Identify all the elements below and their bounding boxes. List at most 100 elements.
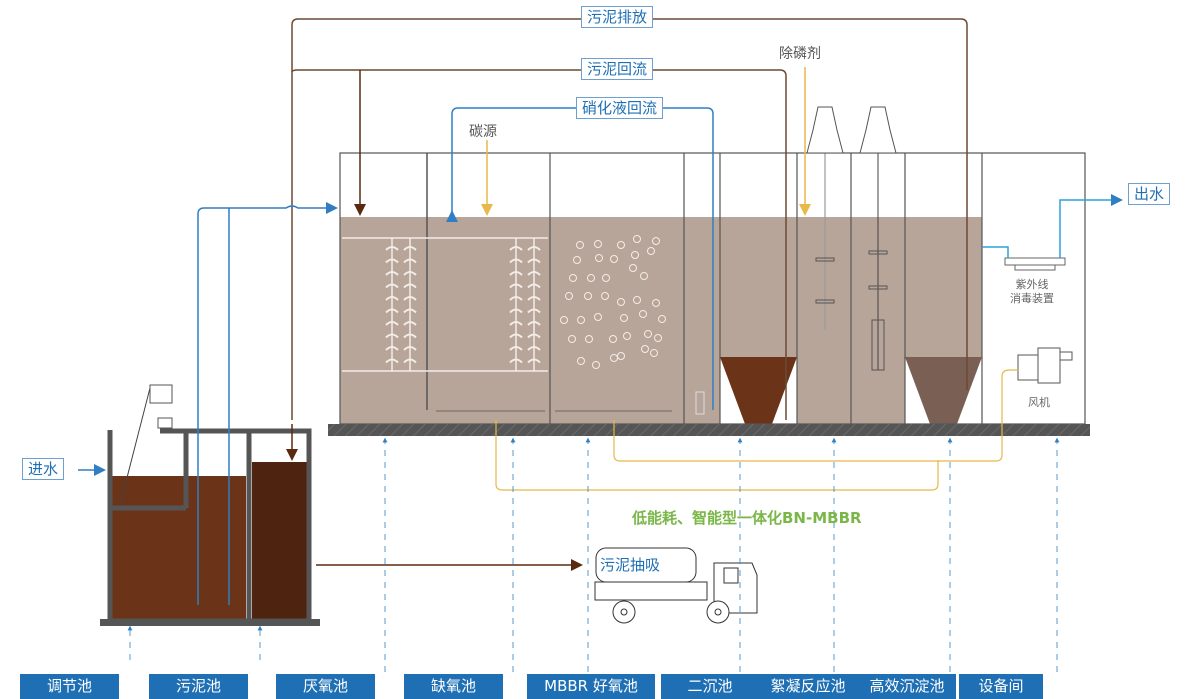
water-hes [905,217,982,357]
carrier-bubble [617,352,625,360]
carrier-bubble [560,316,568,324]
screen-machine [149,384,173,404]
sludge-return-label: 污泥回流 [581,58,654,80]
carrier-bubble [594,313,602,321]
carrier-bubble [609,335,617,343]
base-slab [328,424,1090,436]
tag-equipment-room[interactable]: 设备间 [959,674,1043,699]
media-fin [385,358,399,364]
carrier-bubble [640,272,648,280]
media-fin [527,296,541,301]
uv-label-line2: 消毒装置 [1010,292,1054,305]
carrier-bubble [633,235,641,243]
tag-regulating-tank[interactable]: 调节池 [20,674,119,699]
water-mbbr [550,217,720,424]
carrier-bubble [639,310,647,318]
tanker-truck-icon [594,547,758,624]
carrier-bubble [644,330,652,338]
media-fin [527,346,541,351]
carrier-bubble [595,254,603,262]
tag-flocculation-tank[interactable]: 絮凝反应池 [752,674,864,699]
carrier-bubble [641,345,649,353]
sludge-return-line [291,69,787,420]
inlet-label: 进水 [22,458,65,480]
carrier-bubble [576,241,584,249]
media-fin [527,333,541,339]
sludge-hopper-hes [905,357,982,424]
carrier-bubble [577,357,585,365]
uv-device [1004,257,1066,266]
media-fin [527,258,541,264]
carrier-bubble [623,332,631,340]
media-fin [403,296,417,301]
carrier-bubble [617,298,625,306]
sludge-hopper-clarifier [720,357,797,424]
sludge-suction-label: 污泥抽吸 [600,556,661,574]
media-fin [385,296,399,301]
media-fin [527,308,541,314]
tag-anaerobic-tank[interactable]: 厌氧池 [276,674,375,699]
carrier-bubble [592,361,600,369]
tag-secondary-clarifier[interactable]: 二沉池 [661,674,759,699]
media-fin [527,246,541,251]
media-fin [385,246,399,251]
carrier-bubble [602,274,610,282]
media-fin [385,333,399,339]
media-fin [509,258,523,264]
carrier-bubble [594,240,602,248]
carbon-source-label: 碳源 [469,124,497,140]
submersible-pump [695,391,705,415]
carrier-bubble [601,292,609,300]
slogan-title: 低能耗、智能型一体化BN-MBBR [632,509,862,527]
media-fin [385,283,399,289]
tag-anoxic-tank[interactable]: 缺氧池 [404,674,503,699]
media-fin [403,321,417,326]
media-fin [509,271,523,276]
media-fin [385,321,399,326]
sludge-discharge-label: 污泥排放 [581,6,654,28]
media-fin [527,321,541,326]
tag-high-efficiency-sedimentation[interactable]: 高效沉淀池 [858,674,956,699]
media-fin [509,296,523,301]
regulating-sludge-tanks [100,384,320,626]
water-clarifier [720,217,797,357]
carrier-bubble [587,274,595,282]
carrier-bubble [565,292,573,300]
carrier-bubble [569,274,577,282]
media-fin [509,283,523,289]
media-fin [509,358,523,364]
outlet-line [982,200,1120,258]
tag-mbbr-aerobic-tank[interactable]: MBBR 好氧池 [527,674,655,699]
media-fin [509,321,523,326]
media-fin [385,308,399,314]
carrier-bubble [620,314,628,322]
carrier-bubble [633,296,641,304]
mbbr-carriers [560,235,666,369]
media-fin [527,283,541,289]
mixer-motor-2 [859,106,897,154]
media-fin [403,308,417,314]
tag-sludge-tank[interactable]: 污泥池 [149,674,248,699]
media-fin [509,308,523,314]
carrier-bubble [629,264,637,272]
media-fin [403,271,417,276]
main-unit [328,106,1090,436]
media-fin [527,271,541,276]
media-fin [509,333,523,339]
carrier-bubble [617,241,625,249]
pump-lift-line [197,202,338,605]
carrier-bubble [585,335,593,343]
carrier-bubble [568,335,576,343]
carrier-bubble [610,354,618,362]
mixer-motor-1 [806,106,844,154]
media-fin [403,333,417,339]
phosphorus-remover-label: 除磷剂 [779,46,821,62]
media-fin [403,346,417,351]
carrier-bubble [652,237,660,245]
media-fin [403,258,417,264]
carrier-bubble [652,299,660,307]
media-fin [385,346,399,351]
flow-lines [78,18,1120,605]
carrier-bubble [658,315,666,323]
